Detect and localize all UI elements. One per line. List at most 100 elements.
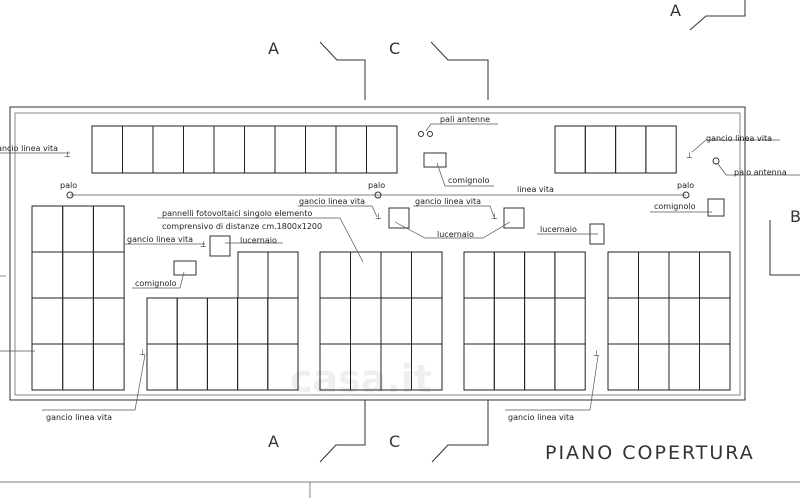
solar-panel bbox=[244, 125, 276, 174]
chimney-icon bbox=[173, 260, 197, 276]
solar-panels bbox=[31, 125, 731, 391]
solar-panel bbox=[267, 251, 299, 299]
hook-icon: ⊥ bbox=[491, 212, 498, 221]
watermark: casa.it bbox=[290, 357, 432, 401]
solar-panel bbox=[267, 343, 299, 391]
solar-panel bbox=[463, 251, 495, 299]
solar-panel bbox=[607, 297, 639, 345]
solar-panel bbox=[493, 343, 526, 391]
anchor-hooks: gancio linea vita ⊥ gancio linea vita ⊥ … bbox=[0, 134, 780, 422]
chimney-icon bbox=[423, 152, 447, 168]
solar-panel bbox=[524, 297, 556, 345]
section-c-label: C bbox=[389, 39, 400, 58]
solar-panel bbox=[319, 251, 351, 299]
solar-panel bbox=[554, 125, 586, 174]
section-a-label: A bbox=[268, 39, 279, 58]
hook-icon: ⊥ bbox=[375, 212, 382, 221]
section-marks: A C A C A B bbox=[268, 0, 800, 463]
solar-panel bbox=[668, 343, 700, 391]
solar-panel bbox=[237, 251, 269, 299]
solar-panel bbox=[146, 343, 178, 391]
solar-panel bbox=[493, 297, 526, 345]
solar-panel bbox=[176, 297, 208, 345]
label-pannelli: pannelli fotovoltaici singolo elemento bbox=[162, 209, 312, 218]
solar-panel bbox=[31, 343, 64, 391]
antenna-icon bbox=[418, 131, 424, 137]
label-lucernaio: lucernaio bbox=[540, 225, 577, 234]
solar-panel bbox=[237, 297, 269, 345]
solar-panel bbox=[62, 343, 94, 391]
label-gancio: gancio linea vita bbox=[706, 134, 772, 143]
section-c-label: C bbox=[389, 432, 400, 451]
solar-panel bbox=[31, 297, 64, 345]
solar-panel bbox=[699, 343, 731, 391]
label-gancio: gancio linea vita bbox=[299, 197, 365, 206]
solar-panel bbox=[411, 343, 443, 391]
solar-panel bbox=[122, 125, 154, 174]
label-pannelli-size: comprensivo di distanze cm.1800x1200 bbox=[162, 222, 322, 231]
solar-panel bbox=[411, 297, 443, 345]
solar-panel bbox=[380, 251, 412, 299]
solar-panel bbox=[615, 125, 647, 174]
pole-icon bbox=[374, 191, 382, 199]
solar-panel bbox=[638, 251, 670, 299]
solar-panel bbox=[668, 297, 700, 345]
solar-panel bbox=[92, 343, 125, 391]
solar-panel bbox=[350, 297, 382, 345]
solar-panel bbox=[668, 251, 700, 299]
roof-outline-inner bbox=[14, 112, 741, 396]
hook-icon: ⊥ bbox=[686, 151, 693, 160]
solar-panel bbox=[554, 297, 586, 345]
label-gancio: gancio linea vita bbox=[415, 197, 481, 206]
drawing-title: PIANO COPERTURA bbox=[545, 442, 755, 464]
label-palo-antenna: palo antenna bbox=[734, 168, 787, 177]
solar-panel bbox=[92, 251, 125, 299]
solar-panel bbox=[411, 251, 443, 299]
roof-outline-outer bbox=[9, 106, 746, 401]
label-comignolo: comignolo bbox=[448, 176, 490, 185]
section-b-label: B bbox=[790, 207, 800, 226]
solar-panel bbox=[213, 125, 245, 174]
solar-panel bbox=[237, 343, 269, 391]
solar-panel bbox=[274, 125, 306, 174]
hook-icon: ⊥ bbox=[64, 150, 71, 159]
solar-panel bbox=[176, 343, 208, 391]
pole-icon bbox=[66, 191, 74, 199]
section-a-label: A bbox=[670, 1, 681, 20]
solar-panel bbox=[366, 125, 398, 174]
solar-panel bbox=[206, 343, 239, 391]
label-comignolo: comignolo bbox=[135, 279, 177, 288]
solar-panel bbox=[91, 125, 123, 174]
solar-panel bbox=[524, 251, 556, 299]
solar-panel bbox=[607, 343, 639, 391]
solar-panel bbox=[206, 297, 239, 345]
chimney-icon bbox=[707, 198, 725, 217]
solar-panel bbox=[62, 251, 94, 299]
solar-panel bbox=[463, 343, 495, 391]
hook-icon: ⊥ bbox=[200, 240, 207, 249]
solar-panel bbox=[62, 205, 94, 253]
pole-icon bbox=[682, 191, 690, 199]
solar-panel bbox=[31, 205, 64, 253]
solar-panel bbox=[152, 125, 184, 174]
label-gancio: gancio linea vita bbox=[127, 235, 193, 244]
solar-panel bbox=[335, 125, 367, 174]
label-palo: palo bbox=[677, 181, 694, 190]
label-linea-vita: linea vita bbox=[517, 185, 554, 194]
label-lucernaio: lucernaio bbox=[240, 236, 277, 245]
hook-icon: ⊥ bbox=[139, 348, 146, 357]
label-lucernaio: lucernaio bbox=[437, 230, 474, 239]
solar-panel bbox=[463, 297, 495, 345]
hook-icon: ⊥ bbox=[593, 349, 600, 358]
solar-panel bbox=[524, 343, 556, 391]
solar-panel bbox=[350, 251, 382, 299]
label-gancio: gancio linea vita bbox=[508, 413, 574, 422]
solar-panel bbox=[267, 297, 299, 345]
solar-panel bbox=[554, 343, 586, 391]
label-gancio: gancio linea vita bbox=[46, 413, 112, 422]
solar-panel bbox=[305, 125, 337, 174]
solar-panel bbox=[319, 297, 351, 345]
label-comignolo: comignolo bbox=[654, 202, 696, 211]
antenna-icon bbox=[712, 157, 720, 165]
label-pali-antenne: pali antenne bbox=[440, 115, 490, 124]
